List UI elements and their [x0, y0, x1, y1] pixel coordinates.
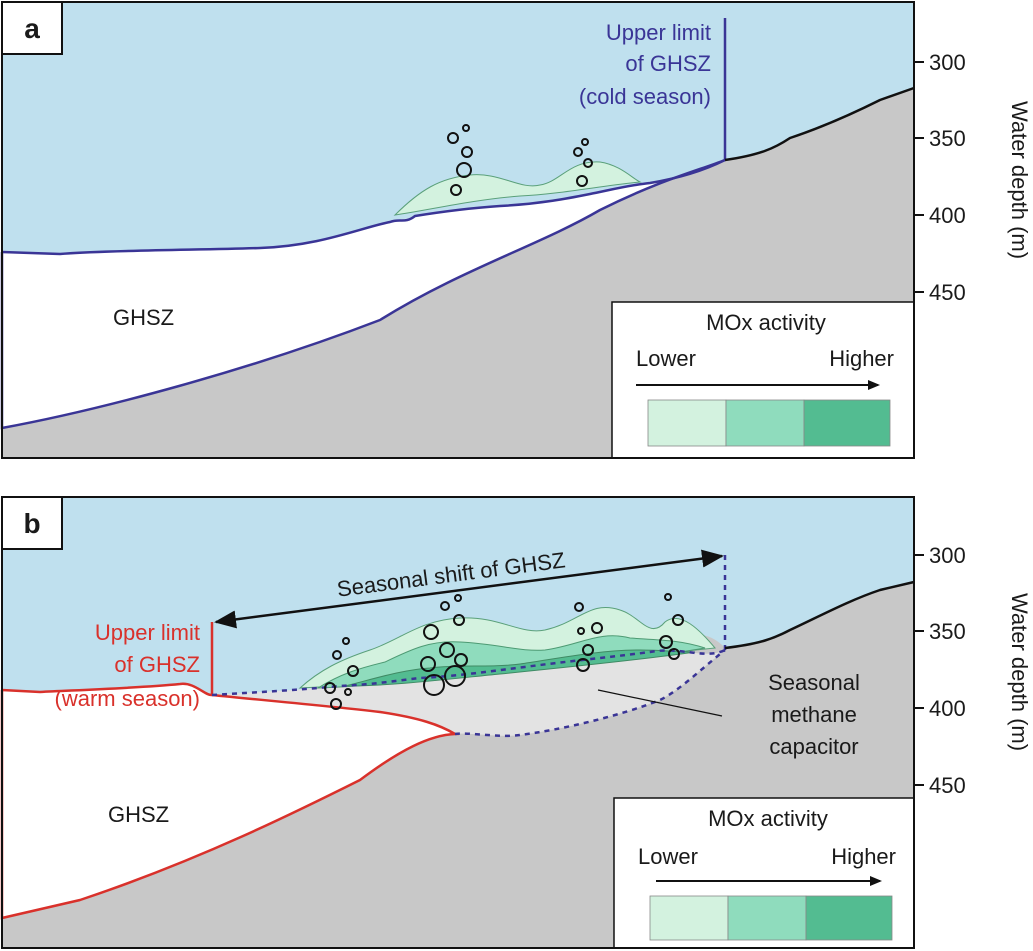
y-axis-b: 300 350 400 450 Water depth (m): [914, 543, 1032, 798]
capacitor-label-line1: Seasonal: [768, 670, 860, 695]
legend-higher-b: Higher: [831, 844, 896, 869]
bubble: [576, 658, 590, 672]
legend-swatch-mid-b: [727, 895, 807, 941]
bubble: [581, 138, 589, 146]
bubble: [583, 158, 593, 168]
y-tick-label: 350: [929, 126, 966, 151]
ghsz-bottom-boundary-a: [0, 158, 726, 430]
seafloor-surface-a: [724, 86, 915, 162]
cold-boundary-dotted-b: [211, 648, 726, 697]
bubble: [462, 124, 470, 132]
ghsz-boundary-b: [0, 682, 460, 920]
legend-title-b: MOx activity: [708, 806, 828, 831]
capacitor-label-line2: methane: [771, 702, 857, 727]
legend-swatch-mid-a: [725, 399, 805, 447]
bubble: [342, 637, 350, 645]
legend-lower-a: Lower: [636, 346, 696, 371]
upper-limit-label-b-line2: of GHSZ: [114, 652, 200, 677]
y-tick-label: 350: [929, 619, 966, 644]
y-tick-label: 450: [929, 773, 966, 798]
bubble: [324, 682, 336, 694]
upper-limit-label-a-line3: (cold season): [579, 84, 711, 109]
panel-frame-b: [1, 496, 915, 949]
seasonal-shift-arrow: [214, 549, 724, 629]
panel-b: Seasonal shift of GHSZ Seasonal methane …: [0, 496, 1032, 949]
ghsz-label-b: GHSZ: [108, 802, 169, 827]
bubble: [668, 648, 680, 660]
legend-swatch-high-a: [803, 399, 891, 447]
legend-title-a: MOx activity: [706, 310, 826, 335]
bubble: [330, 698, 342, 710]
bubble: [447, 132, 459, 144]
bubble: [461, 146, 473, 158]
legend-swatch-high-b: [805, 895, 893, 941]
y-tick-label: 400: [929, 696, 966, 721]
bubble: [439, 642, 455, 658]
panel-letter-b: b: [23, 508, 40, 539]
ghsz-zone-b: [2, 683, 455, 918]
legend-lower-b: Lower: [638, 844, 698, 869]
bubble: [576, 175, 588, 187]
bubble: [454, 653, 468, 667]
panel-frame-a: [1, 1, 915, 459]
legend-higher-a: Higher: [829, 346, 894, 371]
y-tick-label: 300: [929, 543, 966, 568]
upper-limit-label-a-line1: Upper limit: [606, 20, 711, 45]
bubble: [573, 147, 583, 157]
bubble: [347, 665, 359, 677]
bubble: [659, 635, 673, 649]
legend-swatch-low-b: [649, 895, 729, 941]
panel-letter-box-a: [1, 1, 63, 55]
bubble: [344, 688, 352, 696]
ghsz-label-a: GHSZ: [113, 305, 174, 330]
bubbles-a: [447, 124, 593, 196]
capacitor-leader-line: [597, 689, 723, 717]
panel-letter-a: a: [24, 13, 40, 44]
ghsz-top-boundary-a: [1, 158, 726, 256]
y-tick-label: 300: [929, 50, 966, 75]
y-tick-label: 450: [929, 280, 966, 305]
panel-a: a Upper limit of GHSZ (cold season) GHSZ…: [0, 1, 1032, 459]
bubble: [420, 656, 436, 672]
cold-boundary-dotted-lower-b: [454, 649, 726, 738]
legend-b: MOx activity Lower Higher: [613, 797, 915, 949]
y-axis-title-a: Water depth (m): [1007, 101, 1032, 259]
y-tick-label: 400: [929, 203, 966, 228]
bubble: [423, 674, 445, 696]
capacitor-label-line3: capacitor: [769, 734, 858, 759]
legend-swatch-low-a: [647, 399, 727, 447]
ghsz-zone: [2, 160, 725, 428]
seafloor-surface-b: [724, 580, 915, 650]
upper-limit-label-b-line3: (warm season): [55, 686, 200, 711]
legend-a: MOx activity Lower Higher: [611, 301, 915, 459]
bubble: [456, 162, 472, 178]
y-axis-title-b: Water depth (m): [1007, 593, 1032, 751]
bubble: [332, 650, 342, 660]
bubble: [450, 184, 462, 196]
upper-limit-label-a-line2: of GHSZ: [625, 51, 711, 76]
bubble: [582, 644, 594, 656]
y-axis-a: 300 350 400 450 Water depth (m): [914, 50, 1032, 305]
bubble: [444, 665, 466, 687]
upper-limit-label-b-line1: Upper limit: [95, 620, 200, 645]
